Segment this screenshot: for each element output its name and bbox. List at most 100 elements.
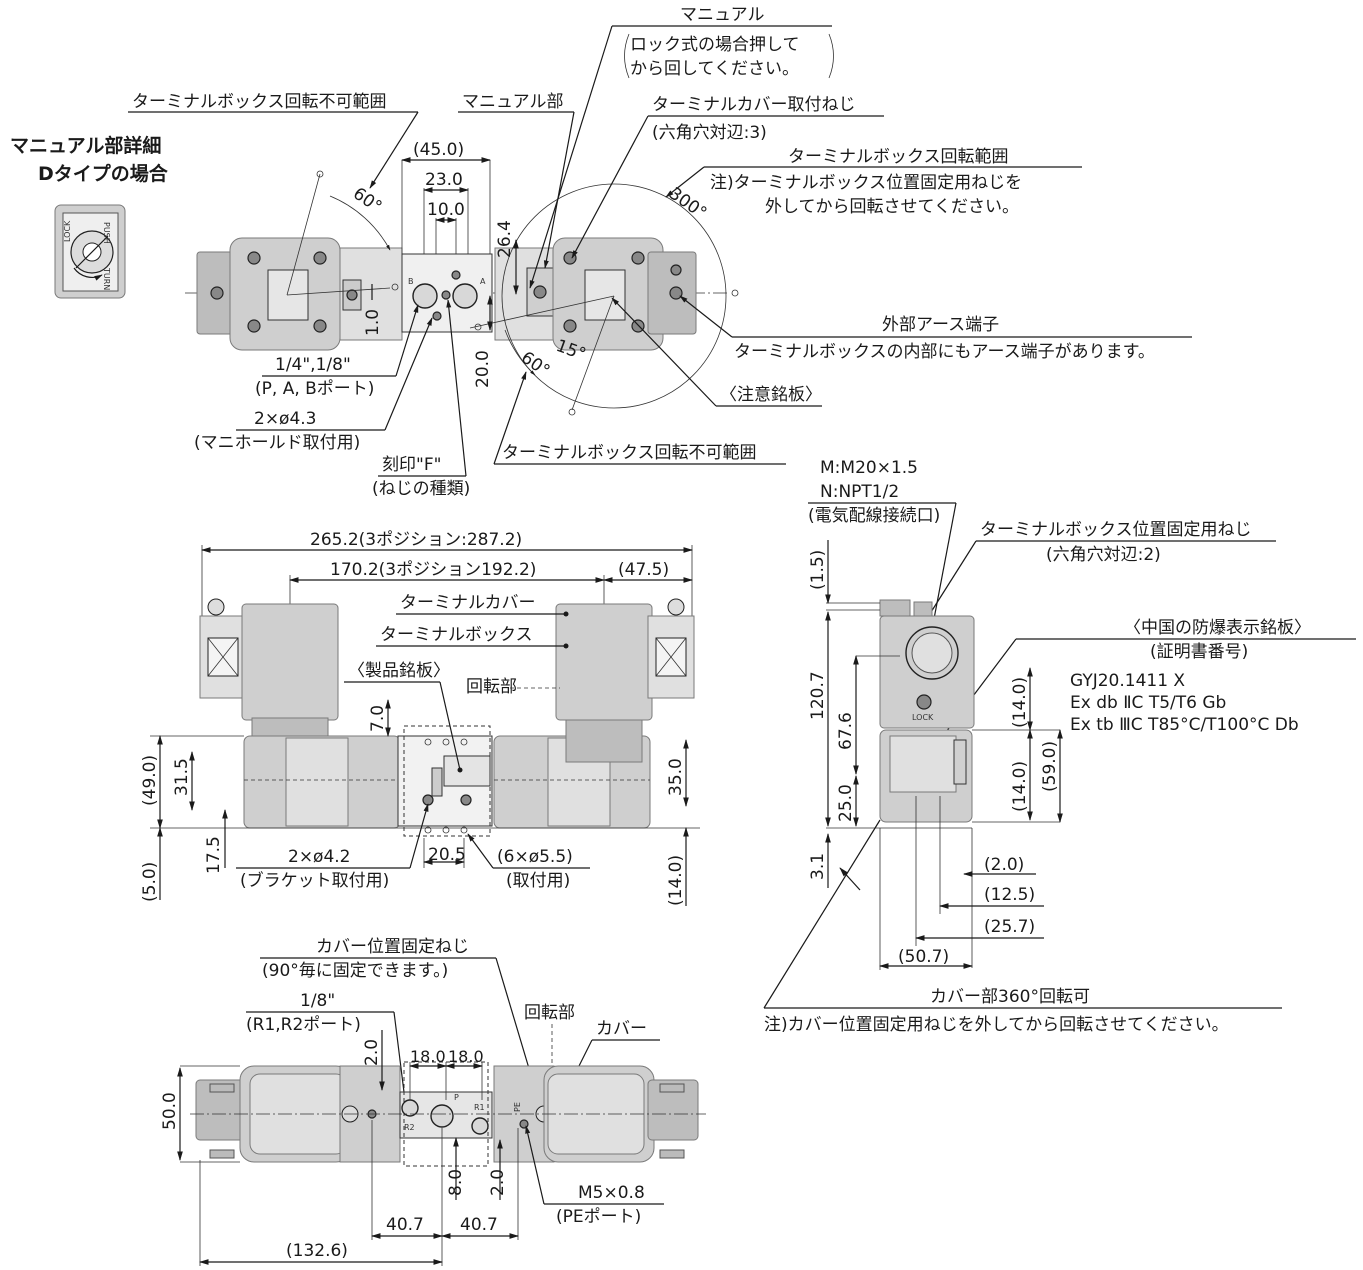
tb-fix-screw-label: ターミナルボックス位置固定用ねじ: [980, 520, 1252, 540]
port-a: [452, 283, 478, 309]
dim-25: 25.0: [836, 784, 856, 822]
manual-note-1: ロック式の場合押して: [630, 35, 800, 55]
dim-20-0: 20.0: [473, 350, 493, 388]
manual-title: マニュアル: [680, 5, 765, 25]
top-view: B A: [128, 5, 1192, 499]
bracket-use-label: (ブラケット取付用): [240, 870, 389, 891]
thread-m-label: M:M20×1.5: [820, 458, 918, 478]
bottom-view: カバー位置固定ねじ (90°毎に固定できます。) 1/8" (R1,R2ポート)…: [160, 937, 706, 1266]
lock-label: LOCK: [63, 220, 72, 242]
mount-use-label: (取付用): [506, 871, 570, 891]
turn-arrow-icon: [73, 267, 103, 281]
dim-31-5: 31.5: [172, 758, 192, 796]
dim-35: 35.0: [666, 758, 686, 796]
stamp-f-label: 刻印"F": [382, 455, 441, 475]
rotating-part-label: 回転部: [466, 677, 517, 697]
dim-center: 170.2(3ポジション192.2): [330, 560, 536, 580]
earth-screw-right: [667, 598, 685, 616]
dim-12-5: (12.5): [984, 885, 1035, 905]
cert-line-1: GYJ20.1411 X: [1070, 671, 1185, 691]
rotation-range-circle: [501, 183, 727, 409]
dim-2-0-top: 2.0: [362, 1039, 382, 1066]
pe-thread-label: M5×0.8: [578, 1183, 645, 1203]
manual-detail-title: マニュアル部詳細: [10, 134, 161, 157]
external-earth-note: ターミナルボックスの内部にもアース端子があります。: [734, 342, 1155, 362]
port-p-label: P: [454, 1093, 459, 1102]
product-plate-label: 〈製品銘板〉: [348, 661, 450, 681]
dim-120-7: 120.7: [808, 671, 828, 720]
dim-25-7: (25.7): [984, 917, 1035, 937]
dim-49: (49.0): [140, 755, 160, 806]
mount-hole-label: 2×ø4.3: [254, 409, 317, 429]
hex-3-label: (六角穴対辺:3): [652, 123, 767, 143]
cover-fix-screw-label: カバー位置固定ねじ: [316, 937, 469, 957]
push-label: PUSH: [102, 222, 111, 244]
dim-5: (5.0): [140, 862, 160, 902]
dim-47-5: (47.5): [618, 560, 669, 580]
rotating-part-bottom-label: 回転部: [524, 1003, 575, 1023]
mount-hole-use-label: (マニホールド取付用): [194, 433, 360, 453]
angle-60-bottom: 60°: [517, 348, 553, 382]
dim-50: 50.0: [160, 1092, 180, 1130]
dim-132-6: (132.6): [286, 1241, 348, 1261]
front-view: 265.2(3ポジション:287.2) 170.2(3ポジション192.2) (…: [140, 530, 700, 906]
manual-knob-top: [533, 285, 547, 299]
tb-no-rotate-bottom-label: ターミナルボックス回転不可範囲: [502, 443, 757, 463]
cert-line-3: Ex tb ⅢC T85°C/T100°C Db: [1070, 715, 1299, 735]
dim-8: 8.0: [446, 1169, 466, 1196]
dim-1-0: 1.0: [363, 309, 383, 336]
terminal-box-label: ターミナルボックス: [380, 625, 533, 645]
dim-50-7: (50.7): [898, 947, 949, 967]
thread-n-label: N:NPT1/2: [820, 482, 899, 502]
turn-label: TURN: [102, 267, 111, 290]
terminal-cover-label: ターミナルカバー: [400, 593, 536, 613]
caution-plate-label: 〈注意銘板〉: [720, 385, 822, 405]
dim-2-0-bottom: 2.0: [488, 1169, 508, 1196]
lock-label-side: LOCK: [912, 713, 934, 722]
dim-18-b: 18.0: [448, 1047, 484, 1066]
dim-59: (59.0): [1040, 741, 1060, 792]
dim-45: (45.0): [413, 140, 464, 160]
earth-terminal: [669, 286, 683, 300]
china-plate-label: 〈中国の防爆表示銘板〉: [1124, 618, 1311, 638]
manual-detail-subtitle: Dタイプの場合: [38, 162, 169, 185]
port-names-label: (R1,R2ポート): [246, 1015, 361, 1035]
dim-7-0: 7.0: [368, 705, 388, 732]
pe-port-label: (PEポート): [556, 1207, 641, 1227]
manual-part-label: マニュアル部: [462, 92, 564, 112]
port-b-label: B: [408, 277, 414, 286]
port-pe-label: PE: [513, 1102, 522, 1112]
dim-10: 10.0: [427, 200, 465, 220]
port-r1: [471, 1117, 489, 1135]
mount-holes-label: (6×ø5.5): [497, 847, 573, 867]
cover-rotate-label: カバー部360°回転可: [930, 987, 1090, 1007]
dim-14-b: (14.0): [1010, 761, 1030, 812]
stamp-f-note: (ねじの種類): [372, 479, 470, 499]
ports-size-label: 1/4",1/8": [275, 355, 351, 375]
side-view: M:M20×1.5 N:NPT1/2 (電気配線接続口) ターミナルボックス位置…: [763, 458, 1356, 1035]
dim-3-1: 3.1: [808, 853, 828, 880]
dim-2: (2.0): [984, 855, 1024, 875]
earth-screw-left: [207, 598, 225, 616]
terminal-box-left: [241, 603, 339, 721]
dim-17-5: 17.5: [204, 836, 224, 874]
port-p: [430, 1104, 454, 1128]
port-b: [412, 283, 438, 309]
terminal-box-right: [555, 603, 653, 721]
tb-rotate-note-2: 外してから回転させてください。: [765, 197, 1019, 217]
lock-screw: [916, 694, 932, 710]
cert-line-2: Ex db ⅡC T5/T6 Gb: [1070, 693, 1226, 713]
cover-note: 注)カバー位置固定用ねじを外してから回転させてください。: [764, 1015, 1229, 1035]
port-r1-label: R1: [474, 1103, 485, 1112]
product-plate: [443, 755, 491, 787]
cover-fix-note: (90°毎に固定できます。): [262, 961, 448, 981]
tb-rotate-note-1: 注)ターミナルボックス位置固定用ねじを: [710, 173, 1022, 193]
dim-23: 23.0: [425, 170, 463, 190]
manual-detail: マニュアル部詳細 Dタイプの場合 LOCK PUSH TURN: [10, 134, 169, 299]
dim-14-a: (14.0): [1010, 677, 1030, 728]
port-r2-label: R2: [404, 1123, 415, 1132]
dim-14: (14.0): [666, 855, 686, 906]
dim-26-4: 26.4: [495, 220, 515, 258]
cert-no-label: (証明書番号): [1150, 642, 1248, 662]
